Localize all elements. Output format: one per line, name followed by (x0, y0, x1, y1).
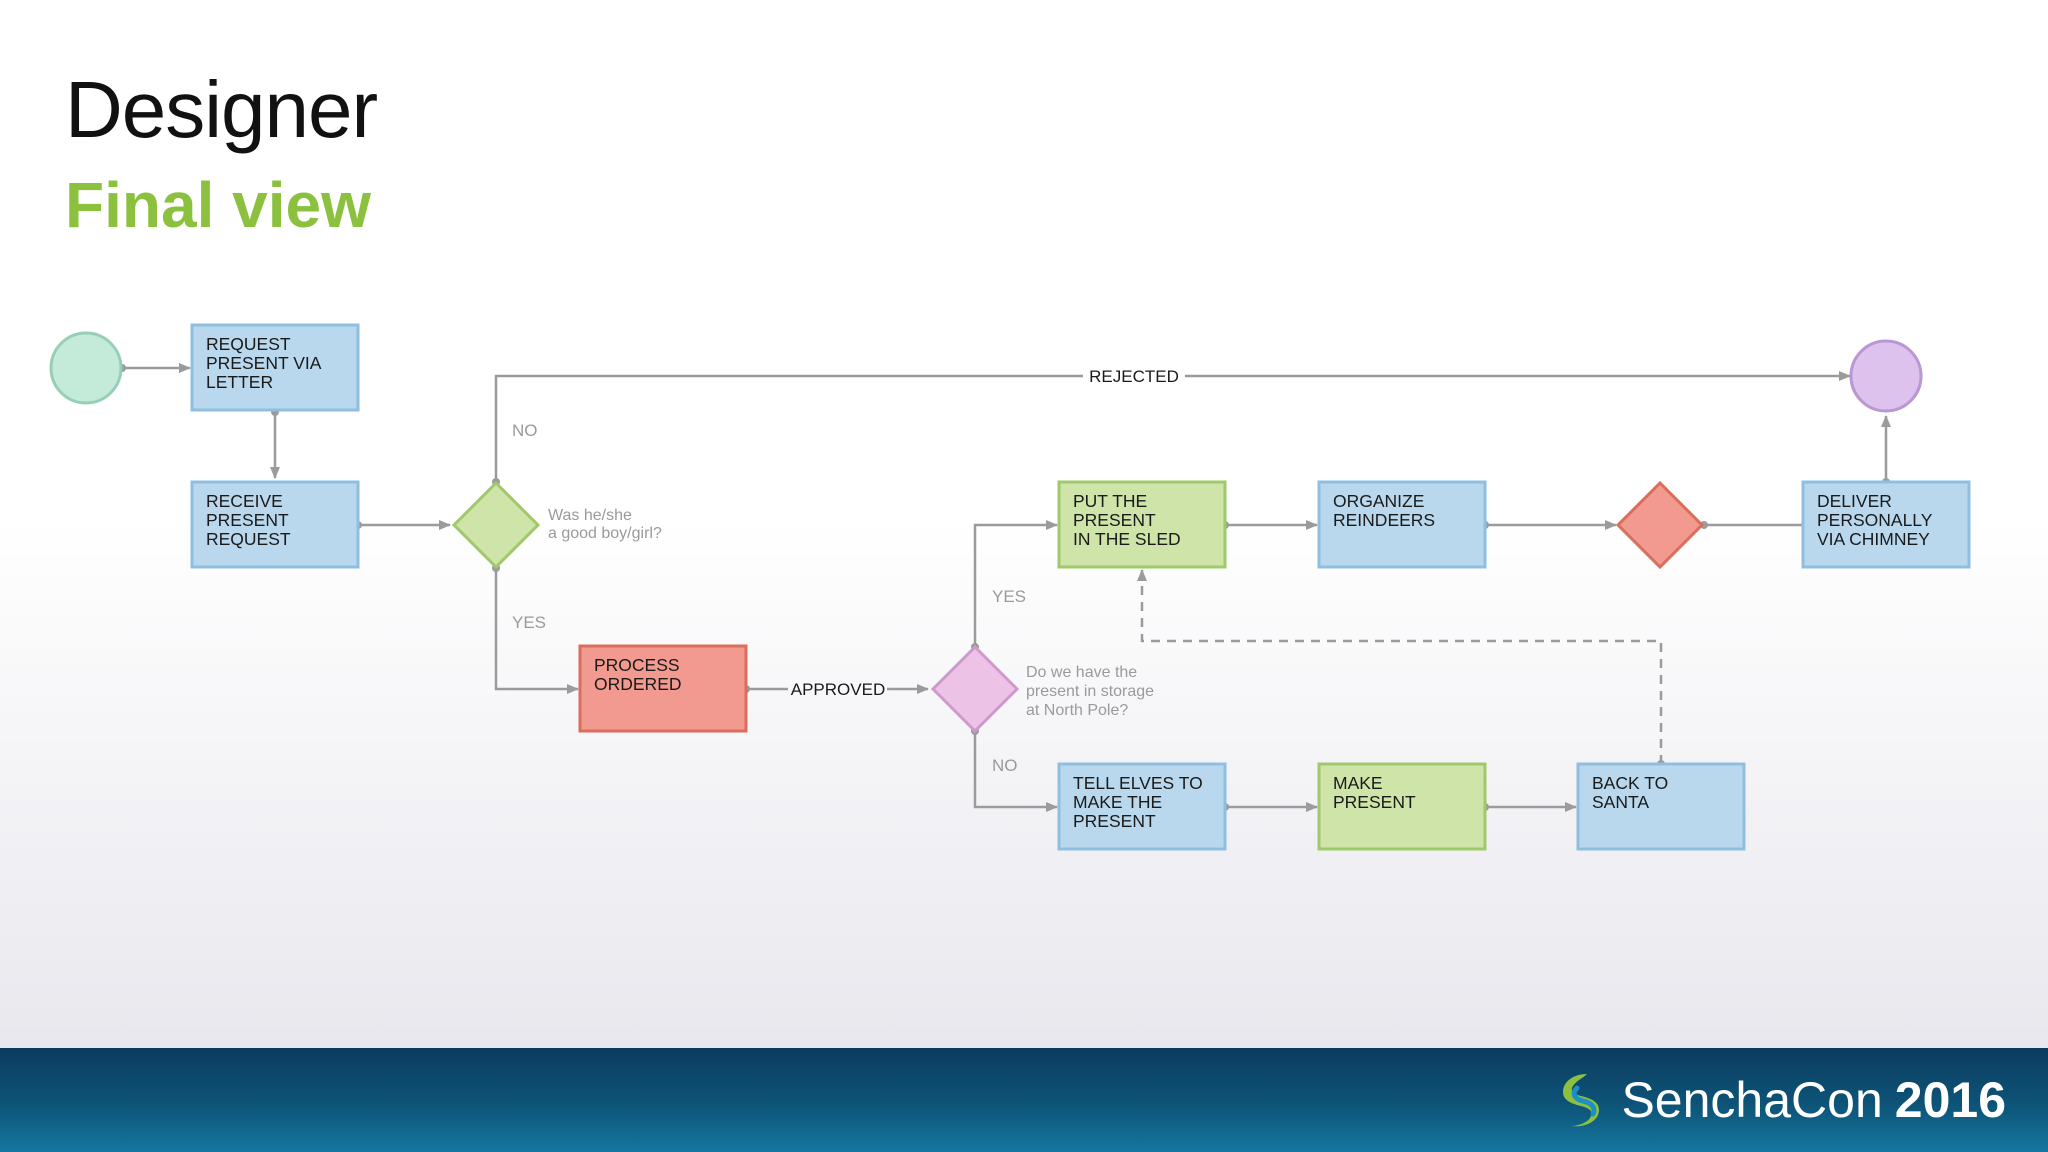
node-receive-present-request[interactable]: RECEIVE PRESENT REQUEST (190, 480, 360, 569)
node-label: DELIVER PERSONALLY VIA CHIMNEY (1817, 491, 1937, 549)
node-put-present-in-sled[interactable]: PUT THE PRESENT IN THE SLED (1057, 480, 1227, 569)
node-label: PROCESS ORDERED (594, 655, 684, 694)
edges (122, 363, 1891, 812)
node-organize-reindeers[interactable]: ORGANIZE REINDEERS (1317, 480, 1487, 569)
node-label: MAKE PRESENT (1333, 773, 1416, 812)
node-tell-elves-to-make-present[interactable]: TELL ELVES TO MAKE THE PRESENT (1057, 762, 1227, 851)
node-deliver-via-chimney[interactable]: DELIVER PERSONALLY VIA CHIMNEY (1801, 480, 1971, 569)
node-request-present-via-letter[interactable]: REQUEST PRESENT VIA LETTER (190, 323, 360, 412)
edge-label-rejected: REJECTED (1089, 367, 1179, 386)
edge-good-yes-to-process (494, 568, 579, 694)
brand-name: SenchaCon (1621, 1072, 1883, 1128)
slide-title: Designer (65, 65, 378, 154)
annotation-present-in-storage: Do we have the present in storage at Nor… (1026, 664, 1159, 719)
edge-storage-no-to-elves (973, 731, 1058, 812)
decision-good-boy-girl[interactable] (451, 480, 541, 570)
edge-good-no-rejected-left (494, 374, 1083, 482)
node-back-to-santa[interactable]: BACK TO SANTA (1576, 762, 1746, 851)
decision-present-in-storage[interactable] (930, 644, 1020, 734)
brand-year: 2016 (1894, 1072, 2006, 1128)
node-label: TELL ELVES TO MAKE THE PRESENT (1073, 773, 1208, 831)
node-label: REQUEST PRESENT VIA LETTER (206, 334, 325, 392)
edge-label-yes-storage: YES (992, 587, 1026, 606)
edge-back-to-santa-dashed-to-sled (1137, 569, 1663, 764)
node-label: RECEIVE PRESENT REQUEST (206, 491, 293, 549)
edge-label-yes-good: YES (512, 613, 546, 632)
slide-subtitle: Final view (65, 169, 371, 241)
edge-label-approved: APPROVED (791, 680, 885, 699)
decision-red-gateway[interactable] (1615, 480, 1705, 570)
node-label: BACK TO SANTA (1592, 773, 1673, 812)
start-event[interactable] (49, 331, 123, 405)
node-process-ordered[interactable]: PROCESS ORDERED (578, 644, 748, 733)
end-event[interactable] (1849, 339, 1923, 413)
sencha-logo-icon (1563, 1074, 1600, 1127)
edge-label-no-good: NO (512, 421, 538, 440)
annotation-good-boy-girl: Was he/she a good boy/girl? (548, 507, 662, 542)
edge-label-no-storage: NO (992, 756, 1018, 775)
workflow-diagram: REQUEST PRESENT VIA LETTER RECEIVE PRESE… (49, 323, 1971, 851)
node-label: PUT THE PRESENT IN THE SLED (1073, 491, 1181, 549)
edge-storage-yes-to-sled (973, 520, 1058, 647)
node-label: ORGANIZE REINDEERS (1333, 491, 1435, 530)
node-make-present[interactable]: MAKE PRESENT (1317, 762, 1487, 851)
